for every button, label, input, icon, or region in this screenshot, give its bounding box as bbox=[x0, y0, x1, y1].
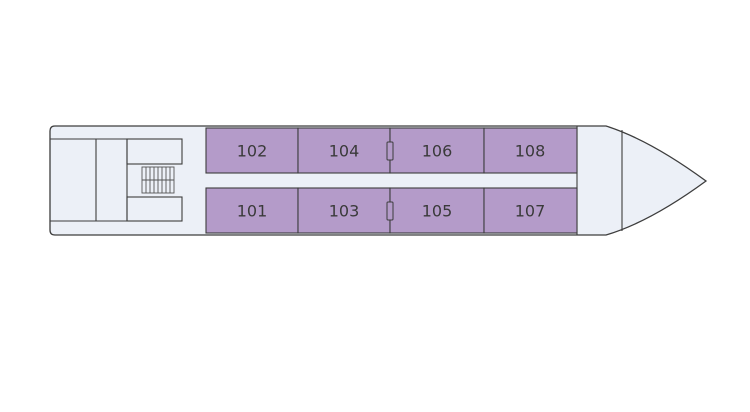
cabin-104[interactable]: 104 bbox=[297, 127, 391, 174]
cabin-107[interactable]: 107 bbox=[483, 187, 578, 234]
cabin-number: 108 bbox=[515, 142, 546, 161]
cabin-number: 107 bbox=[515, 202, 546, 221]
cabin-row-bottom: 101 103 105 107 bbox=[205, 187, 578, 234]
cabin-105[interactable]: 105 bbox=[389, 187, 485, 234]
cabin-108[interactable]: 108 bbox=[483, 127, 578, 174]
cabin-106[interactable]: 106 bbox=[389, 127, 485, 174]
cabin-101[interactable]: 101 bbox=[205, 187, 299, 234]
stern-structure bbox=[50, 138, 183, 222]
connecting-door-top bbox=[386, 141, 394, 161]
cabin-row-top: 102 104 106 108 bbox=[205, 127, 578, 174]
cabin-number: 102 bbox=[237, 142, 268, 161]
cabin-number: 106 bbox=[422, 142, 453, 161]
connecting-door-bottom bbox=[386, 201, 394, 221]
cabin-number: 101 bbox=[237, 202, 268, 221]
cabin-103[interactable]: 103 bbox=[297, 187, 391, 234]
cabin-102[interactable]: 102 bbox=[205, 127, 299, 174]
staircase bbox=[141, 166, 175, 194]
cabin-number: 103 bbox=[329, 202, 360, 221]
cabin-number: 105 bbox=[422, 202, 453, 221]
cabin-number: 104 bbox=[329, 142, 360, 161]
connecting-doors bbox=[386, 141, 394, 221]
